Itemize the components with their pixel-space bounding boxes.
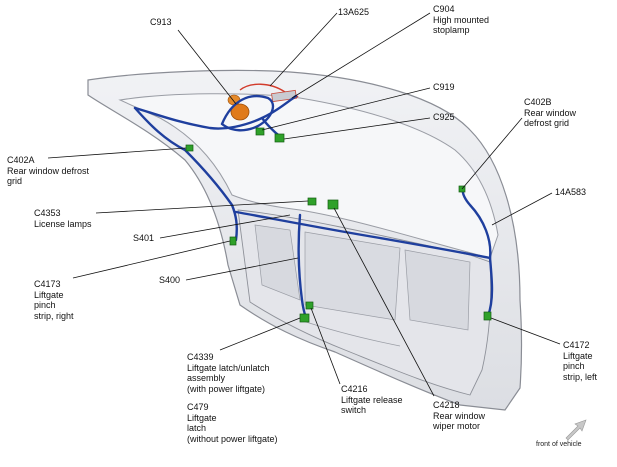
leader-c4218 bbox=[333, 207, 435, 397]
callout-line: C4172 bbox=[563, 340, 590, 350]
callout-line: C913 bbox=[150, 17, 172, 27]
leader-c4172 bbox=[490, 317, 561, 345]
leader-c925 bbox=[283, 117, 431, 140]
callout-c479: C479 Liftgate latch (without power liftg… bbox=[187, 402, 278, 444]
connector-c925 bbox=[274, 133, 285, 143]
leader-13a625 bbox=[269, 12, 338, 87]
callout-c904: C904 High mounted stoplamp bbox=[433, 4, 489, 36]
connector-c4339 bbox=[299, 313, 310, 323]
callout-c4353: C4353 License lamps bbox=[34, 208, 92, 229]
callout-line: C904 bbox=[433, 4, 455, 14]
callout-line: C402A bbox=[7, 155, 35, 165]
callout-line: wiper motor bbox=[433, 421, 481, 431]
connector-c4172 bbox=[483, 311, 492, 321]
callout-line: S400 bbox=[159, 275, 181, 285]
callout-line: strip, right bbox=[34, 310, 74, 321]
callout-line: pinch bbox=[34, 300, 56, 310]
callout-s400: S400 bbox=[159, 275, 180, 286]
connector-c4216 bbox=[305, 301, 314, 310]
callout-line: assembly bbox=[187, 373, 226, 383]
leader-14a583 bbox=[491, 192, 553, 226]
callout-line: C4218 bbox=[433, 400, 460, 410]
callout-line: C4353 bbox=[34, 208, 61, 218]
callout-line: C4339 bbox=[187, 352, 214, 362]
connector-c4218 bbox=[327, 199, 339, 210]
callout-line: 14A583 bbox=[555, 187, 587, 197]
callout-13a625: 13A625 bbox=[338, 7, 369, 18]
callout-line: Liftgate bbox=[34, 289, 64, 300]
callout-line: strip, left bbox=[563, 371, 598, 382]
callout-line: C919 bbox=[433, 82, 455, 92]
callout-line: C925 bbox=[433, 112, 455, 122]
callout-line: (with power liftgate) bbox=[187, 383, 266, 394]
callout-line: latch bbox=[187, 423, 207, 433]
leader-c919 bbox=[261, 87, 431, 131]
leader-c4216 bbox=[310, 307, 341, 385]
callout-line: C4216 bbox=[341, 384, 368, 394]
leader-c4353 bbox=[95, 200, 309, 214]
inner-cavity-center bbox=[304, 231, 401, 321]
inner-cavity-left bbox=[254, 224, 301, 301]
callout-line: Rear window bbox=[524, 107, 577, 118]
callout-c4339: C4339 Liftgate latch/unlatch assembly (w… bbox=[187, 352, 270, 394]
harness-cross-run bbox=[234, 210, 492, 260]
callout-line: License lamps bbox=[34, 218, 92, 229]
callout-line: Liftgate bbox=[563, 350, 593, 361]
leader-c904 bbox=[291, 12, 431, 99]
callout-line: 13A625 bbox=[338, 7, 370, 17]
callout-line: C479 bbox=[187, 402, 209, 412]
leader-lines bbox=[47, 12, 561, 397]
callout-line: switch bbox=[341, 405, 367, 415]
lower-lip bbox=[299, 319, 401, 347]
callout-c919: C919 bbox=[433, 82, 455, 93]
leader-c4339 bbox=[219, 317, 301, 351]
callout-line: (without power liftgate) bbox=[187, 433, 278, 444]
leader-s401 bbox=[159, 214, 291, 239]
leader-c913 bbox=[177, 29, 237, 105]
callout-line: pinch bbox=[563, 361, 585, 371]
callout-line: grid bbox=[7, 176, 23, 186]
callout-c402a: C402A Rear window defrost grid bbox=[7, 155, 89, 187]
connector-c919 bbox=[255, 127, 265, 136]
callout-s401: S401 bbox=[133, 233, 154, 244]
callout-line: stoplamp bbox=[433, 25, 470, 35]
leader-c4173 bbox=[72, 240, 231, 279]
wiper-motor-body bbox=[230, 103, 250, 121]
harness-left-drop bbox=[133, 106, 238, 242]
callout-line: Rear window defrost bbox=[7, 165, 90, 176]
callout-c4173: C4173 Liftgate pinch strip, right bbox=[34, 279, 74, 321]
callout-c4216: C4216 Liftgate release switch bbox=[341, 384, 403, 416]
inner-cavity-right bbox=[404, 249, 471, 331]
leader-c402b bbox=[461, 117, 523, 190]
callout-14a583: 14A583 bbox=[555, 187, 586, 198]
callout-line: Liftgate release bbox=[341, 394, 403, 405]
callout-line: Liftgate latch/unlatch bbox=[187, 362, 270, 373]
callout-c925: C925 bbox=[433, 112, 455, 123]
callout-c402b: C402B Rear window defrost grid bbox=[524, 97, 576, 129]
leader-c402a bbox=[47, 147, 187, 159]
callout-line: Liftgate bbox=[187, 412, 217, 423]
callout-line: High mounted bbox=[433, 14, 490, 25]
connector-c4353 bbox=[307, 197, 317, 206]
callout-line: C4173 bbox=[34, 279, 61, 289]
callout-line: S401 bbox=[133, 233, 155, 243]
connector-c402a bbox=[185, 144, 194, 152]
callout-c913: C913 bbox=[150, 17, 172, 28]
callout-c4172: C4172 Liftgate pinch strip, left bbox=[563, 340, 597, 382]
harness-top-run bbox=[133, 94, 298, 130]
front-of-vehicle-arrow-icon bbox=[565, 419, 587, 441]
callout-c4218: C4218 Rear window wiper motor bbox=[433, 400, 485, 432]
callout-line: C402B bbox=[524, 97, 552, 107]
front-of-vehicle-label: front of vehicle bbox=[536, 441, 582, 448]
callout-line: defrost grid bbox=[524, 118, 570, 128]
callout-line: Rear window bbox=[433, 410, 486, 421]
connector-c4173 bbox=[229, 236, 237, 246]
harness-center-loop bbox=[220, 94, 275, 132]
leader-s400 bbox=[185, 257, 299, 281]
